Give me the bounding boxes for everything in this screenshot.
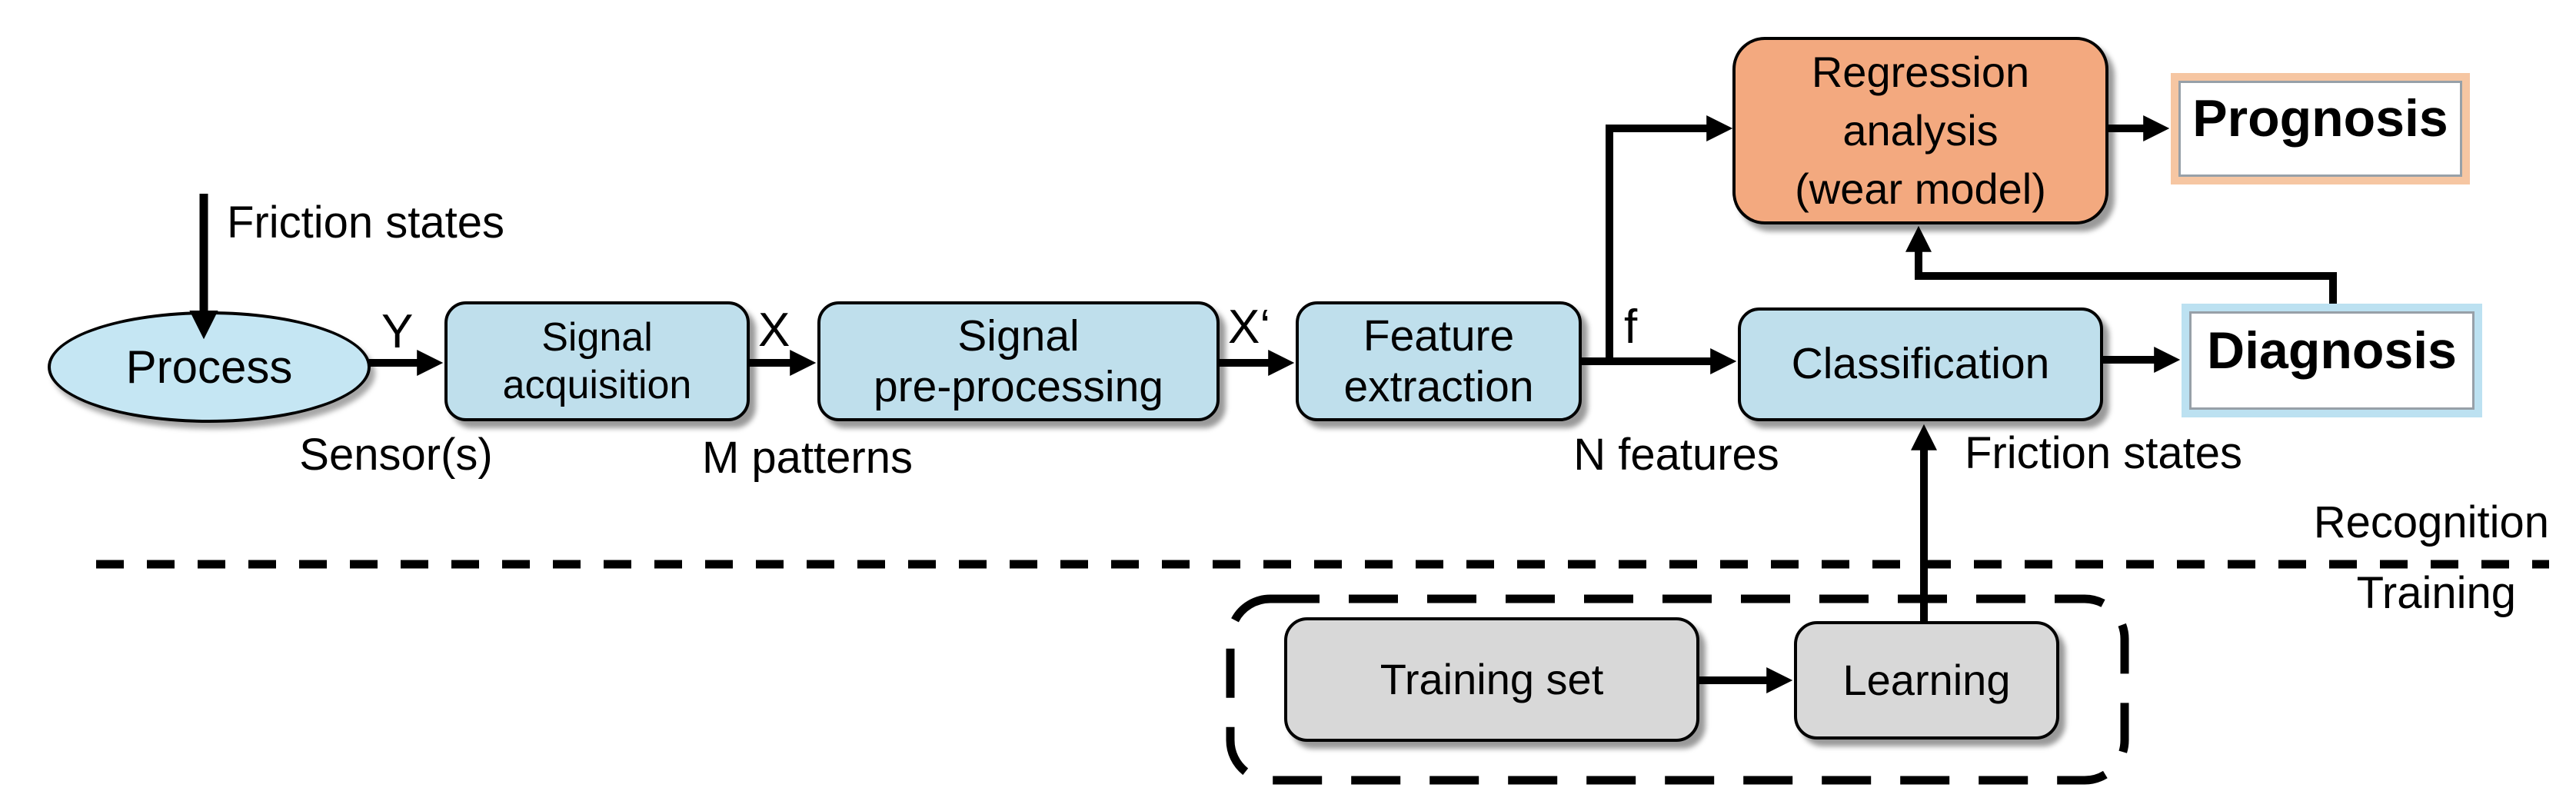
diagnosis-node: Diagnosis bbox=[2182, 304, 2482, 417]
training-phase-label: Training bbox=[2356, 568, 2516, 618]
process-node: Process bbox=[48, 311, 371, 423]
signal-acquisition-node: Signal acquisition bbox=[444, 301, 750, 421]
regression-label-line1: Regression bbox=[1811, 48, 2030, 96]
friction-states-output-label: Friction states bbox=[1965, 428, 2242, 478]
edge-label-x-prime: X‘ bbox=[1228, 301, 1271, 354]
feature-extraction-label-line1: Feature bbox=[1363, 311, 1515, 361]
prognosis-node: Prognosis bbox=[2171, 73, 2470, 184]
regression-analysis-node: Regression analysis (wear model) bbox=[1732, 37, 2108, 224]
signal-preprocessing-node: Signal pre-processing bbox=[817, 301, 1220, 421]
learning-node: Learning bbox=[1794, 621, 2059, 740]
sensors-label: Sensor(s) bbox=[299, 430, 493, 480]
arrow-diagnosis-to-regression bbox=[1905, 225, 2337, 304]
signal-preprocessing-label-line1: Signal bbox=[957, 311, 1080, 361]
edge-label-f: f bbox=[1624, 301, 1638, 354]
process-label: Process bbox=[125, 341, 293, 393]
feature-extraction-node: Feature extraction bbox=[1296, 301, 1582, 421]
classification-label: Classification bbox=[1791, 339, 2050, 389]
learning-label: Learning bbox=[1842, 655, 2011, 704]
signal-acquisition-label-line2: acquisition bbox=[502, 363, 692, 407]
prognosis-label: Prognosis bbox=[2192, 89, 2448, 148]
edge-label-y: Y bbox=[381, 305, 414, 358]
feature-extraction-label-line2: extraction bbox=[1343, 362, 1534, 411]
regression-label-line2: analysis bbox=[1842, 106, 1999, 155]
diagnosis-label: Diagnosis bbox=[2207, 321, 2457, 380]
edge-label-x: X bbox=[758, 304, 790, 357]
classification-node: Classification bbox=[1738, 307, 2103, 421]
regression-label-line3: (wear model) bbox=[1795, 165, 2046, 213]
recognition-phase-label: Recognition bbox=[2313, 497, 2549, 547]
friction-states-input-label: Friction states bbox=[227, 198, 504, 248]
m-patterns-label: M patterns bbox=[702, 433, 913, 483]
training-set-node: Training set bbox=[1284, 617, 1699, 742]
signal-acquisition-label-line1: Signal bbox=[541, 315, 653, 360]
training-set-label: Training set bbox=[1380, 654, 1604, 703]
signal-preprocessing-label-line2: pre-processing bbox=[873, 362, 1163, 411]
n-features-label: N features bbox=[1573, 430, 1779, 480]
